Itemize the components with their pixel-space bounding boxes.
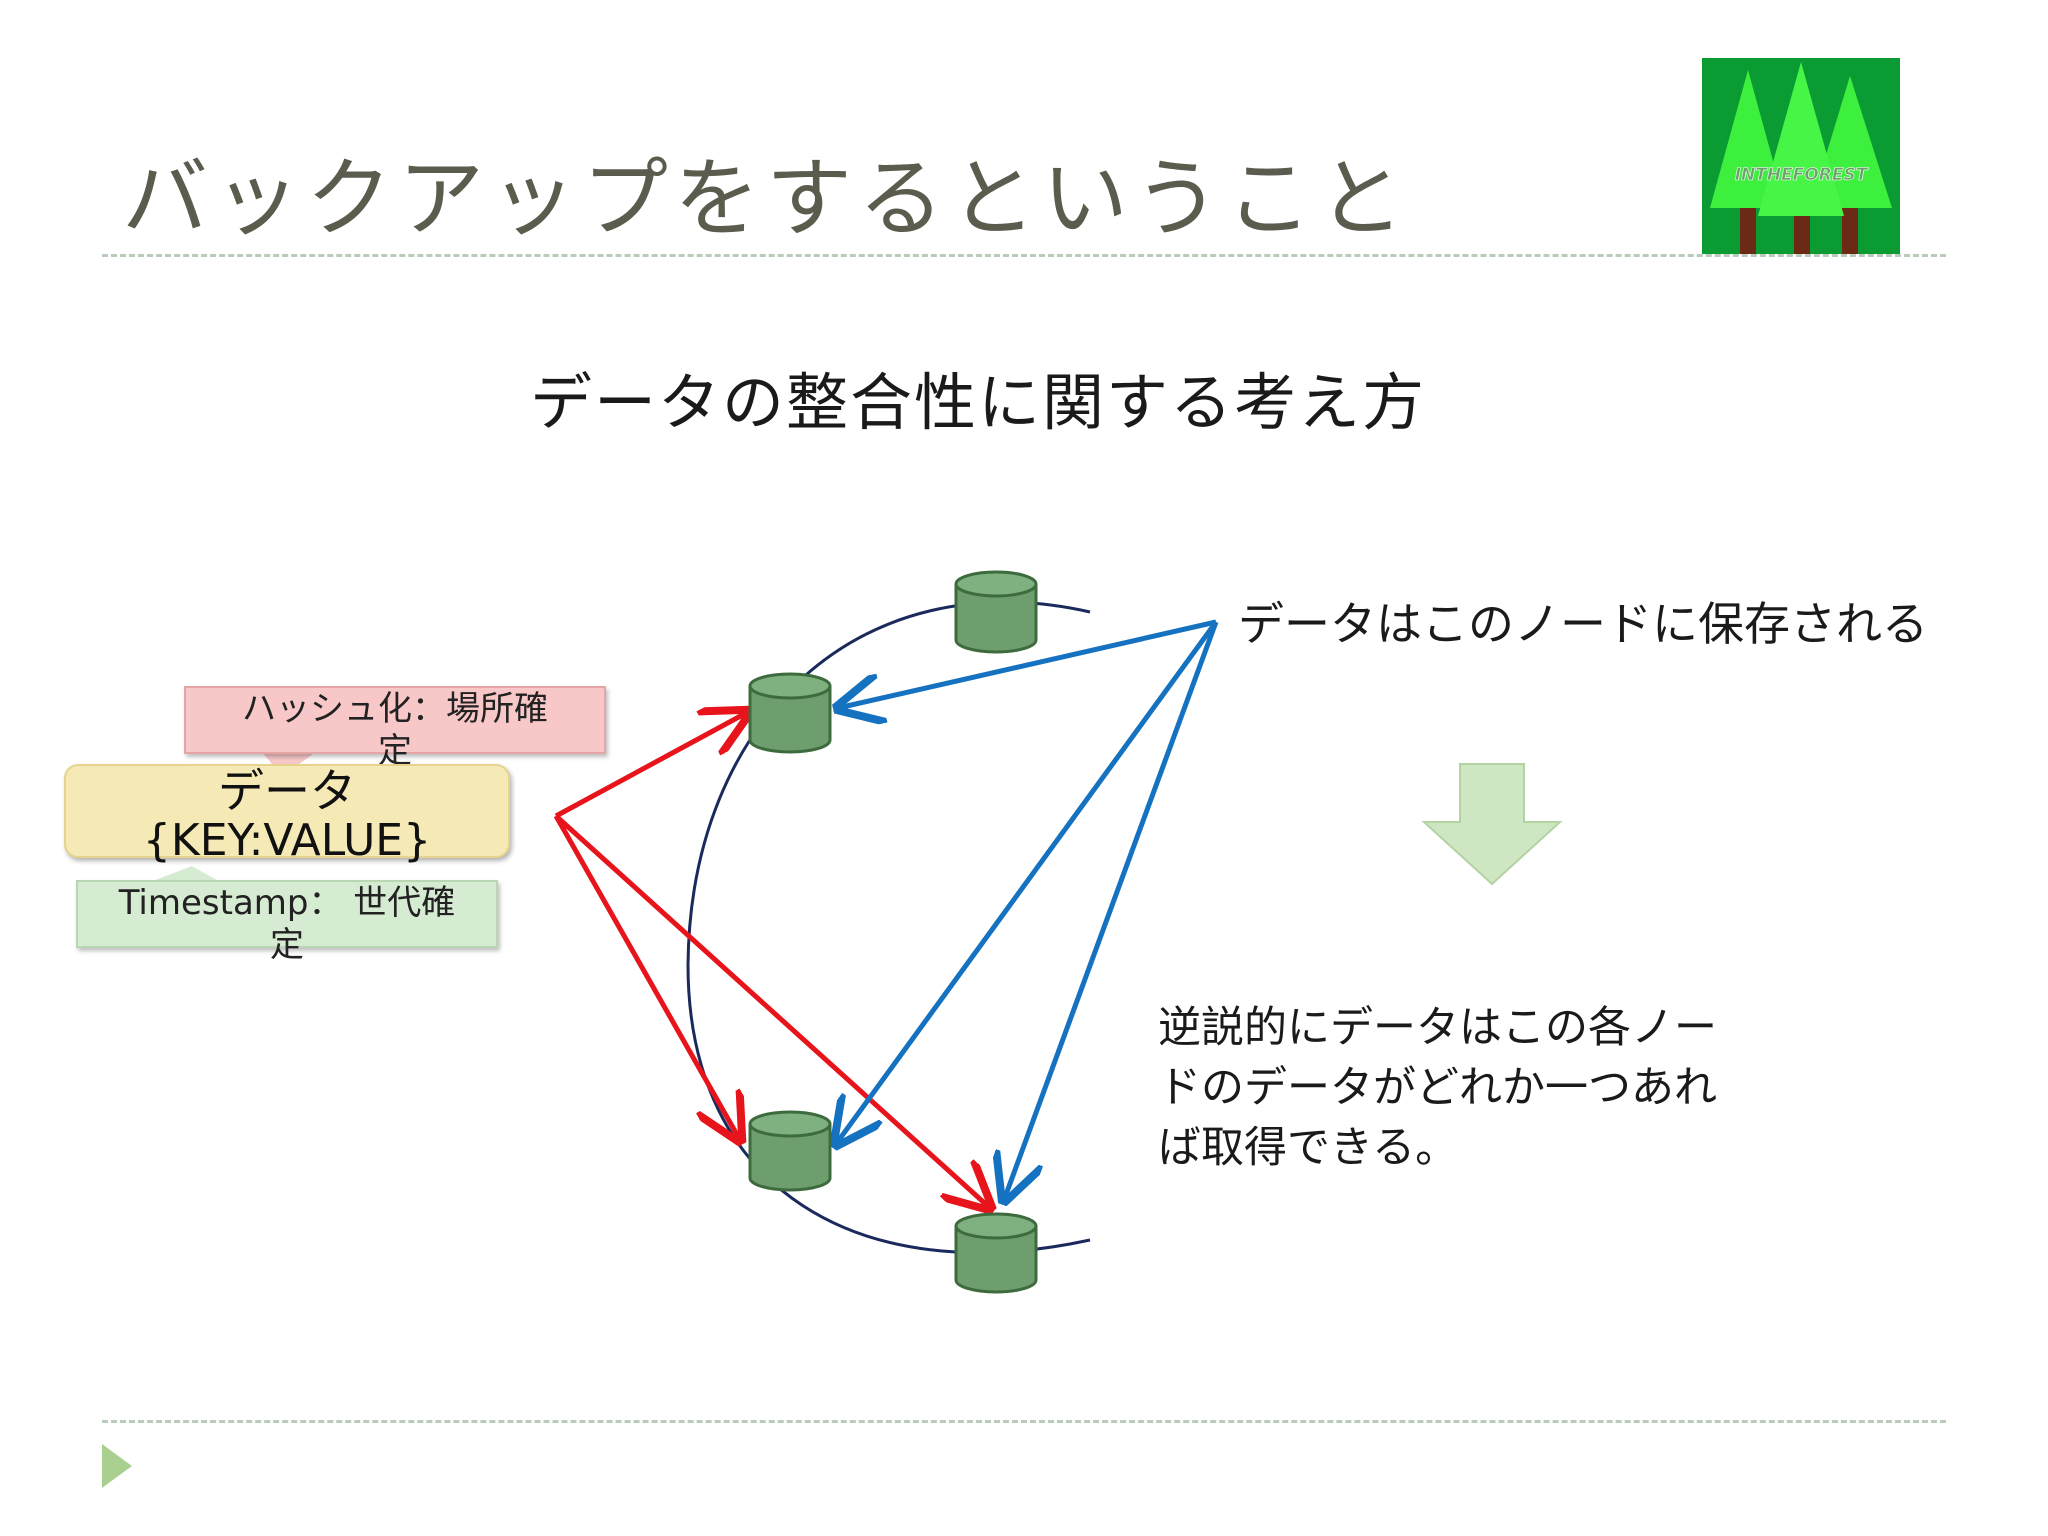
- timestamp-callout-pointer: [150, 866, 220, 882]
- database-icon: [748, 672, 832, 754]
- database-icon: [748, 1110, 832, 1192]
- title-divider: [102, 254, 1946, 257]
- red-arrow-to-node-2: [554, 712, 748, 819]
- slide-subtitle: データの整合性に関する考え方: [530, 366, 1427, 439]
- hash-location-box: ハッシュ化：場所確 定: [184, 686, 606, 771]
- hash-ring: [686, 600, 1091, 1255]
- bullet-triangle-icon: [102, 1444, 132, 1488]
- red-arrow-to-node-3: [553, 814, 740, 1140]
- nodes-caption: データはこのノードに保存される: [1238, 597, 1928, 651]
- note-line-3: ば取得できる。: [1158, 1123, 1459, 1173]
- blue-arrow-to-node-4: [1004, 621, 1219, 1200]
- slide-title: バックアップをするということ: [122, 149, 1410, 249]
- data-key-value-box: データ {KEY:VALUE}: [64, 764, 510, 866]
- note-line-1: 逆説的にデータはこの各ノー: [1158, 1003, 1717, 1053]
- logo-text: INTHEFOREST: [1735, 165, 1869, 185]
- hash-box-line1: ハッシュ化：場所確: [242, 689, 548, 729]
- down-arrow-icon: [1421, 763, 1563, 886]
- timestamp-box: Timestamp： 世代確 定: [76, 880, 498, 965]
- timestamp-box-line1: Timestamp： 世代確: [118, 883, 456, 923]
- timestamp-box-line2: 定: [270, 925, 304, 965]
- red-arrow-to-node-4: [554, 814, 990, 1208]
- retrieval-note: 逆説的にデータはこの各ノー ドのデータがどれか一つあれ ば取得できる。: [1158, 998, 1717, 1178]
- data-box-keyvalue: {KEY:VALUE}: [142, 815, 432, 866]
- note-line-2: ドのデータがどれか一つあれ: [1158, 1063, 1717, 1113]
- blue-arrow-to-node-2: [838, 619, 1217, 708]
- database-icon: [954, 570, 1038, 654]
- data-box-label: データ: [218, 764, 356, 818]
- footer-divider: [102, 1420, 1946, 1423]
- forest-logo-icon: INTHEFOREST: [1702, 58, 1900, 254]
- blue-arrow-to-node-3: [836, 620, 1219, 1144]
- database-icon: [954, 1212, 1038, 1294]
